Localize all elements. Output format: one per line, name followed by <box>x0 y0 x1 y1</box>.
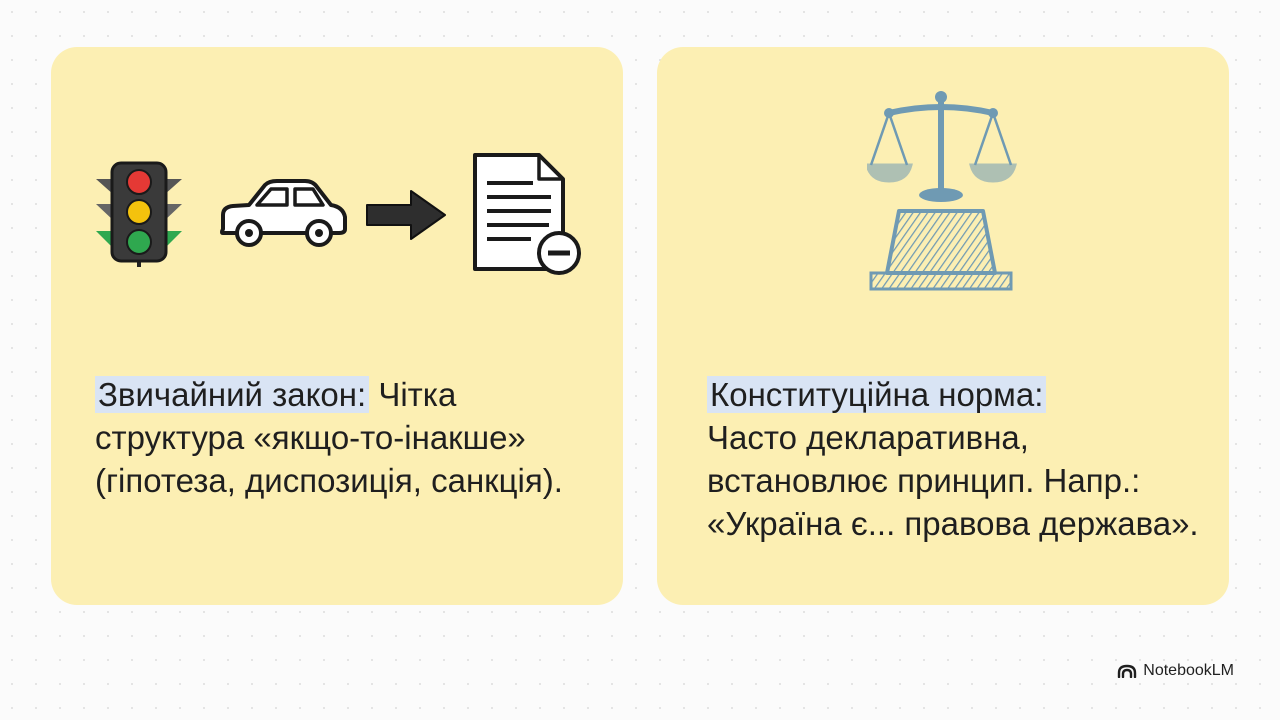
card-constitutional-norm: Конституційна норма: Часто декларативна, … <box>657 47 1229 605</box>
regular-law-description: Чітка структура «якщо-то-інакше» (гіпоте… <box>95 376 563 499</box>
constitutional-norm-term: Конституційна норма: <box>707 376 1047 413</box>
constitutional-norm-description: Часто декларативна, встановлює принцип. … <box>707 419 1199 542</box>
notebooklm-branding: NotebookLM <box>1117 662 1234 680</box>
notebooklm-logo-icon <box>1118 664 1137 678</box>
traffic-light-icon <box>96 161 182 267</box>
car-icon <box>220 179 347 247</box>
regular-law-term: Звичайний закон: <box>95 376 370 413</box>
arrow-right-icon <box>366 190 446 240</box>
regular-law-text: Звичайний закон: Чітка структура «якщо-т… <box>95 373 593 502</box>
constitutional-norm-text: Конституційна норма: Часто декларативна, … <box>707 373 1199 545</box>
scales-of-justice-icon <box>867 91 1017 291</box>
card-regular-law: Звичайний закон: Чітка структура «якщо-т… <box>51 47 623 605</box>
document-minus-icon <box>473 153 581 275</box>
brand-name: NotebookLM <box>1143 662 1234 679</box>
